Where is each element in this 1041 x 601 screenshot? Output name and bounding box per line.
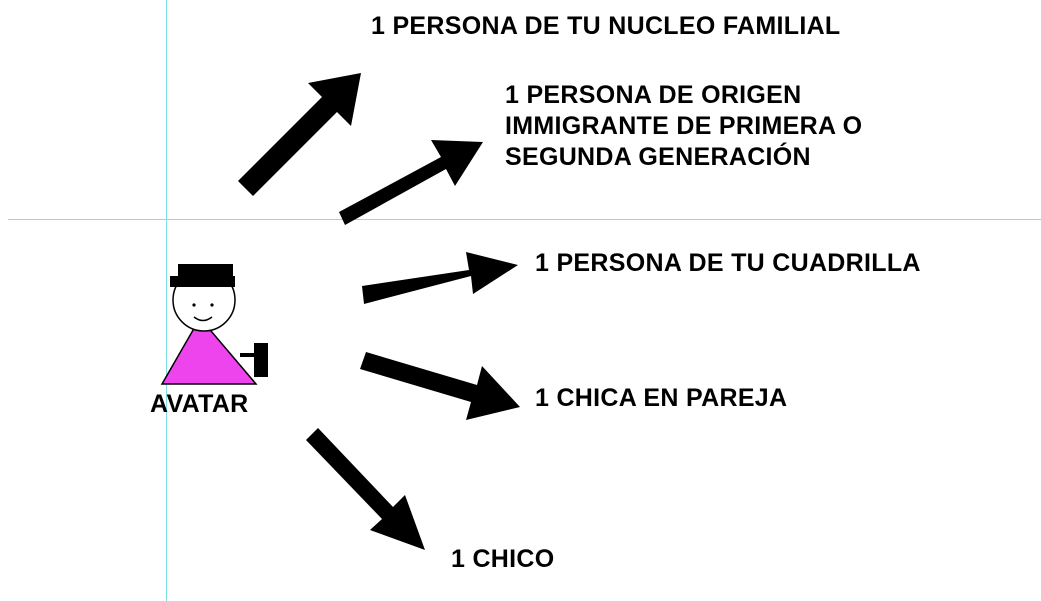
target-inmigrante-line-1: 1 PERSONA DE ORIGEN bbox=[505, 81, 802, 109]
target-inmigrante-line-2: IMMIGRANTE DE PRIMERA O bbox=[505, 112, 863, 140]
arrow-to-familiar bbox=[238, 73, 361, 196]
avatar-eye-left bbox=[192, 303, 196, 307]
arrow-to-inmigrante bbox=[339, 140, 483, 225]
target-familiar-label: 1 PERSONA DE TU NUCLEO FAMILIAL bbox=[371, 12, 841, 40]
vertical-guide-line bbox=[166, 0, 167, 601]
avatar-dress bbox=[160, 316, 258, 385]
target-chico-label: 1 CHICO bbox=[451, 545, 555, 573]
target-inmigrante-label: 1 PERSONA DE ORIGEN IMMIGRANTE DE PRIMER… bbox=[505, 80, 862, 173]
avatar-label: AVATAR bbox=[150, 390, 249, 418]
avatar-side-tick bbox=[240, 353, 254, 357]
target-chica-label: 1 CHICA EN PAREJA bbox=[535, 384, 788, 412]
horizontal-guide-line bbox=[8, 219, 1041, 220]
arrow-to-cuadrilla bbox=[362, 252, 518, 304]
avatar-hat-brim bbox=[170, 276, 235, 287]
avatar-smile bbox=[193, 316, 213, 322]
arrow-to-chico bbox=[306, 428, 425, 550]
avatar-figure bbox=[160, 264, 268, 385]
target-cuadrilla-label: 1 PERSONA DE TU CUADRILLA bbox=[535, 249, 921, 277]
target-inmigrante-line-3: SEGUNDA GENERACIÓN bbox=[505, 143, 811, 171]
avatar-eye-right bbox=[210, 303, 214, 307]
avatar-hat-top bbox=[178, 264, 233, 278]
avatar-side-block bbox=[254, 343, 268, 377]
arrow-to-chica bbox=[360, 352, 520, 420]
